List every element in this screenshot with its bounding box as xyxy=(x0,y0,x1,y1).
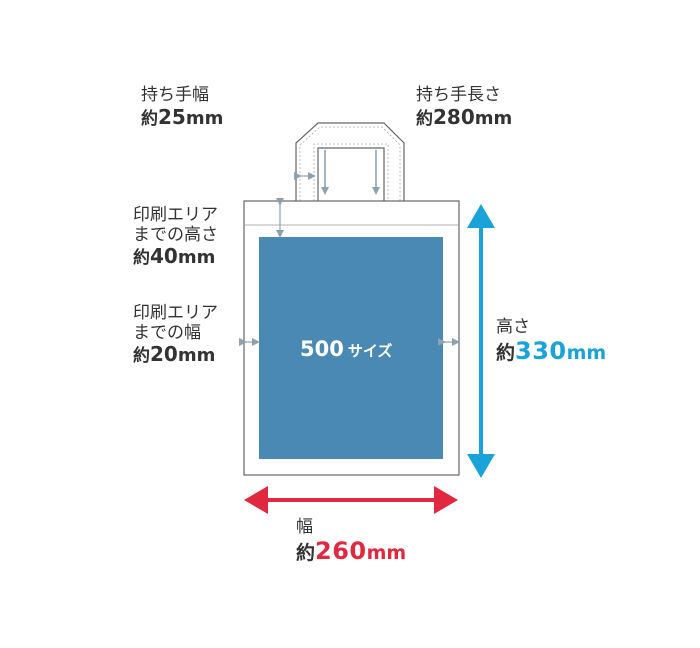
height-title: 高さ xyxy=(496,317,530,337)
height-arrow xyxy=(467,204,495,478)
print-area-size-number: 500 xyxy=(300,337,344,361)
handle-length-label: 持ち手長さ 約280mm xyxy=(416,85,513,129)
print-side-margin-title-1: 印刷エリア xyxy=(133,303,218,323)
print-top-margin-value: 約40mm xyxy=(133,244,216,269)
width-value: 約260mm xyxy=(296,536,407,565)
height-value: 約330mm xyxy=(496,336,607,365)
handle-width-title: 持ち手幅 xyxy=(141,85,209,105)
handle-width-value: 約25mm xyxy=(141,104,224,129)
print-area xyxy=(259,237,443,459)
print-top-margin-title-1: 印刷エリア xyxy=(133,205,218,225)
handle-length-title: 持ち手長さ xyxy=(416,85,501,105)
handle-width-label: 持ち手幅 約25mm xyxy=(141,85,224,129)
print-top-margin-label: 印刷エリア までの高さ 約40mm xyxy=(133,205,218,269)
print-side-margin-title-2: までの幅 xyxy=(133,322,201,343)
width-arrow xyxy=(244,486,458,514)
print-side-margin-value: 約20mm xyxy=(133,342,216,367)
print-top-margin-title-2: までの高さ xyxy=(133,224,218,245)
print-side-margin-label: 印刷エリア までの幅 約20mm xyxy=(133,303,218,367)
width-label: 幅 約260mm xyxy=(296,517,407,565)
handle-length-value: 約280mm xyxy=(416,104,513,129)
height-label: 高さ 約330mm xyxy=(496,317,607,365)
print-area-size-word: サイズ xyxy=(347,342,393,360)
width-title: 幅 xyxy=(296,517,313,537)
